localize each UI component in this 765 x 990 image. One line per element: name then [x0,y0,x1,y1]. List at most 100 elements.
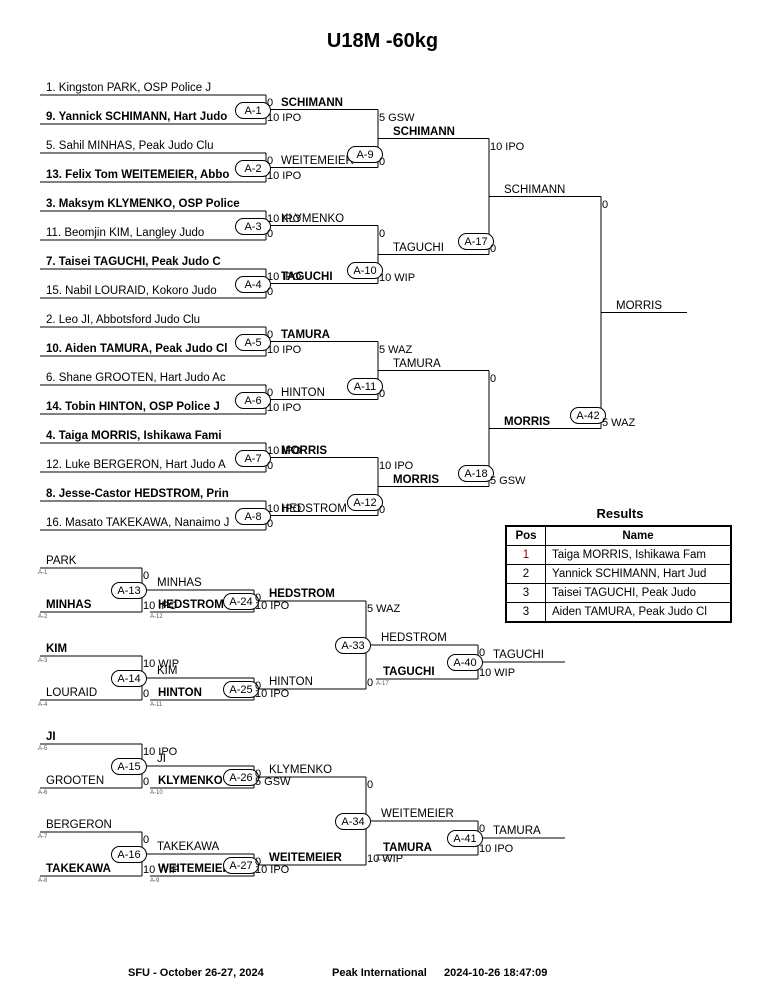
match-id-badge: A-4 [235,276,271,293]
match-id-badge: A-15 [111,758,147,775]
results-name: Yannick SCHIMANN, Hart Jud [545,564,732,584]
match-score: 10 IPO [255,688,290,700]
match-winner: HEDSTROM [381,632,447,644]
repechage-insert-name: TAMURA [383,842,432,854]
match-score: 0 [255,680,262,692]
match-winner: WEITEMEIER [381,808,454,820]
repechage-ref: A-18 [376,857,389,863]
match-score: 0 [255,856,262,868]
competitor-name: 1. Kingston PARK, OSP Police J [46,82,212,94]
match-id-badge: A-42 [570,406,606,424]
match-id-badge: A-18 [458,464,494,482]
match-score: 10 IPO [267,503,302,515]
match-winner: MORRIS [393,473,439,486]
match-winner: MORRIS [616,299,662,312]
match-winner: SCHIMANN [393,125,455,138]
match-winner: TAGUCHI [281,270,333,283]
repechage-name: BERGERON [46,819,112,831]
match-score: 0 [143,570,150,582]
competitor-name: 11. Beomjin KIM, Langley Judo [46,227,205,239]
match-score: 0 [143,688,150,700]
match-id-badge: A-3 [235,218,271,235]
match-id-badge: A-11 [347,377,383,395]
match-score: 10 IPO [267,271,302,283]
match-score: 0 [490,372,497,385]
match-winner: WEITEMEIER [281,154,354,167]
repechage-name: TAKEKAWA [46,863,111,875]
results-header-row: Pos Name [505,525,732,546]
repechage-ref: A-7 [38,834,48,840]
match-score: 5 GSW [255,776,291,788]
results-pos: 2 [505,564,546,584]
results-row: 2 Yannick SCHIMANN, Hart Jud [505,564,732,584]
competitor-name: 12. Luke BERGERON, Hart Judo A [46,459,226,471]
match-score: 0 [367,779,374,791]
match-score: 10 IPO [379,459,414,472]
match-score: 0 [267,518,274,530]
match-winner: JI [157,753,166,765]
match-score: 0 [379,503,386,516]
repechage-ref: A-10 [150,790,163,796]
match-id-badge: A-6 [235,392,271,409]
competitor-name: 13. Felix Tom WEITEMEIER, Abbo [46,169,230,181]
match-score: 5 GSW [490,474,526,487]
repechage-name: PARK [46,555,77,567]
match-id-badge: A-8 [235,508,271,525]
match-id-badge: A-26 [223,769,259,786]
results-row: 1 Taiga MORRIS, Ishikawa Fam [505,545,732,565]
match-winner: HINTON [281,386,325,399]
repechage-insert-name: HEDSTROM [158,599,224,611]
match-score: 10 WIP [379,271,416,284]
match-winner: TAMURA [493,825,541,837]
match-winner: HEDSTROM [281,502,347,515]
results-row: 3 Aiden TAMURA, Peak Judo Cl [505,602,732,623]
competitor-name: 4. Taiga MORRIS, Ishikawa Fami [46,430,222,442]
repechage-ref: A-4 [38,702,48,708]
match-score: 0 [367,677,374,689]
match-id-badge: A-24 [223,593,259,610]
match-winner: TAMURA [393,357,441,370]
match-score: 0 [143,776,150,788]
match-winner: TAKEKAWA [157,841,220,853]
match-score: 5 WAZ [602,416,636,429]
match-score: 0 [267,286,274,298]
match-winner: KLYMENKO [281,212,345,225]
repechage-ref: A-8 [38,878,48,884]
match-score: 10 IPO [267,112,302,124]
match-score: 0 [379,155,386,168]
match-winner: SCHIMANN [281,96,343,109]
match-winner: TAGUCHI [393,241,444,254]
match-score: 0 [602,198,609,211]
results-table: Pos Name 1 Taiga MORRIS, Ishikawa Fam 2 … [505,525,732,623]
competitor-name: 2. Leo JI, Abbotsford Judo Clu [46,314,201,326]
match-score: 0 [379,227,386,240]
match-id-badge: A-7 [235,450,271,467]
repechage-ref: A-6 [38,790,48,796]
footer-timestamp: 2024-10-26 18:47:09 [444,967,548,979]
match-winner: SCHIMANN [504,183,566,196]
results-pos: 3 [505,602,546,623]
results-name: Taisei TAGUCHI, Peak Judo [545,583,732,603]
repechage-ref: A-1 [38,570,48,576]
repechage-ref: A-12 [150,614,163,620]
match-winner: TAGUCHI [493,649,544,661]
repechage-insert-name: TAGUCHI [383,666,435,678]
competitor-name: 5. Sahil MINHAS, Peak Judo Clu [46,140,214,152]
match-score: 10 WIP [479,667,516,679]
match-id-badge: A-13 [111,582,147,599]
match-id-badge: A-12 [347,493,383,511]
match-score: 0 [143,834,150,846]
match-score: 10 IPO [479,843,514,855]
match-id-badge: A-2 [235,160,271,177]
repechage-insert-name: HINTON [158,687,202,699]
match-id-badge: A-16 [111,846,147,863]
match-winner: MORRIS [504,415,550,428]
repechage-ref: A-11 [150,702,163,708]
match-score: 10 IPO [143,746,178,758]
match-score: 0 [267,97,274,109]
match-score: 10 IPO [267,213,302,225]
match-id-badge: A-34 [335,813,371,830]
match-winner: MINHAS [157,577,202,589]
repechage-ref: A-5 [38,746,48,752]
